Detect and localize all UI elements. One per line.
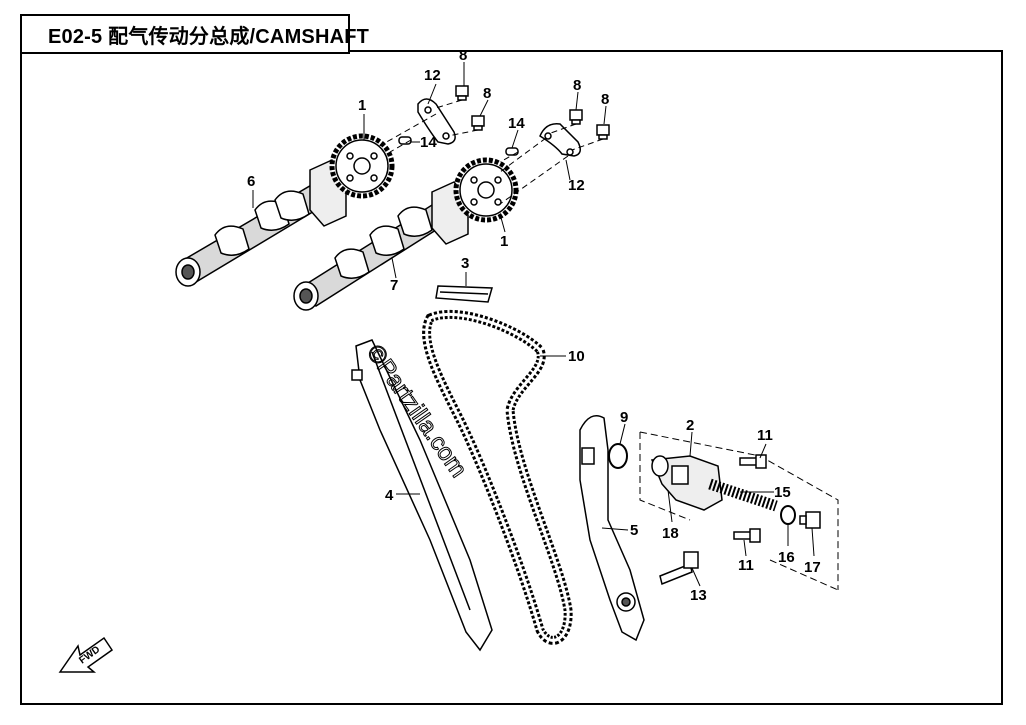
chain-guide-long (351, 339, 493, 652)
callout-4: 4 (385, 487, 394, 504)
bolt-8-b (471, 115, 485, 131)
tensioner-spring (708, 478, 778, 512)
callout-18: 18 (662, 525, 679, 542)
callout-11-bottom: 11 (738, 557, 754, 574)
washer-16 (780, 505, 796, 525)
tensioner-outline (639, 431, 839, 591)
callout-1-right: 1 (500, 233, 508, 250)
bolt-8-d (596, 124, 610, 140)
title-box: E02-5 配气传动分总成/CAMSHAFT (20, 14, 369, 54)
callout-13: 13 (690, 587, 707, 604)
bolt-8-c (569, 109, 583, 125)
timing-chain (422, 309, 573, 645)
callout-11-top: 11 (757, 427, 773, 444)
diagram-title: E02-5 配气传动分总成/CAMSHAFT (48, 25, 370, 48)
drawing-frame (20, 50, 1003, 705)
cap-bolt-17 (799, 511, 821, 529)
callout-9: 9 (620, 409, 628, 426)
callout-8-d: 8 (601, 91, 609, 108)
callout-15: 15 (774, 484, 791, 501)
callout-17: 17 (804, 559, 821, 576)
tensioner-arm (579, 415, 645, 642)
cam-sprocket-left (329, 133, 395, 199)
callout-1-left: 1 (358, 97, 366, 114)
callout-5: 5 (630, 522, 638, 539)
oring-9 (608, 443, 628, 469)
camshaft-exhaust (293, 181, 469, 311)
cam-sprocket-right (453, 157, 519, 223)
camshaft-intake (175, 159, 347, 287)
dowel-pin-right (505, 147, 519, 156)
callout-10: 10 (568, 348, 585, 365)
callout-3: 3 (461, 255, 469, 272)
callout-2: 2 (686, 417, 694, 434)
callout-7: 7 (390, 277, 398, 294)
bolt-11-top (739, 454, 767, 469)
bolt-8-a (455, 85, 469, 101)
assembly-lines-top (375, 99, 604, 205)
leader-lines (252, 62, 815, 587)
callout-14-right: 14 (508, 115, 525, 132)
chain-guide-top (435, 285, 493, 303)
callout-12-right: 12 (568, 177, 585, 194)
bolt-11-bottom (733, 528, 761, 543)
pivot-bolt-13 (659, 551, 699, 586)
callout-14-left: 14 (420, 134, 437, 151)
retainer-plate-right (539, 123, 581, 157)
callout-16: 16 (778, 549, 795, 566)
callout-6: 6 (247, 173, 255, 190)
forward-direction-arrow: FWD (58, 636, 114, 673)
callout-12-left: 12 (424, 67, 441, 84)
callout-8-a: 8 (459, 47, 467, 64)
callout-8-c: 8 (573, 77, 581, 94)
tensioner-body (650, 455, 723, 511)
retainer-plate-left (417, 98, 456, 145)
callout-8-b: 8 (483, 85, 491, 102)
